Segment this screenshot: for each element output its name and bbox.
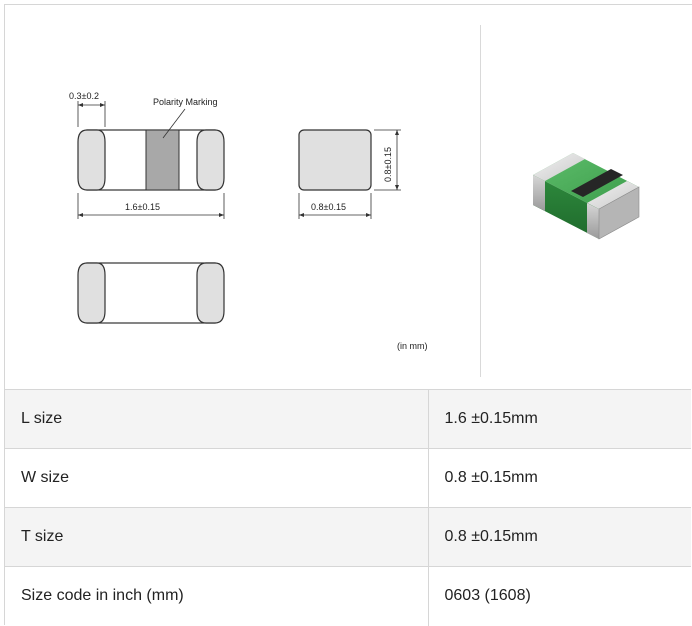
polarity-marking-callout: Polarity Marking xyxy=(153,97,218,139)
width-dimension: 0.8±0.15 xyxy=(298,193,372,219)
spec-label: Size code in inch (mm) xyxy=(5,566,428,626)
terminal-width-dimension: 0.3±0.2 xyxy=(69,91,106,127)
length-dimension: 1.6±0.15 xyxy=(77,193,225,219)
spec-label: W size xyxy=(5,448,428,508)
height-label: 0.8±0.15 xyxy=(383,147,393,182)
right-terminal xyxy=(196,129,225,191)
left-terminal xyxy=(77,129,106,191)
spec-label: T size xyxy=(5,507,428,567)
polarity-marking-label: Polarity Marking xyxy=(153,97,218,107)
end-view-chip xyxy=(298,129,372,191)
chip-right-terminal xyxy=(587,181,639,209)
panel-divider xyxy=(480,25,481,377)
table-row: L size 1.6 ±0.15mm xyxy=(5,389,691,449)
table-row: Size code in inch (mm) 0603 (1608) xyxy=(5,566,691,626)
spec-table: L size 1.6 ±0.15mm W size 0.8 ±0.15mm T … xyxy=(5,389,691,626)
bottom-left-terminal xyxy=(77,262,106,324)
width-label: 0.8±0.15 xyxy=(311,202,346,212)
height-dimension: 0.8±0.15 xyxy=(374,129,401,191)
table-row: T size 0.8 ±0.15mm xyxy=(5,507,691,567)
dimension-drawing: 0.3±0.2 Polarity Marking 1.6±0.15 0.8± xyxy=(69,91,401,324)
bottom-view-chip xyxy=(77,262,225,324)
bottom-view-body xyxy=(86,262,216,324)
polarity-band xyxy=(145,129,180,191)
spec-value: 1.6 ±0.15mm xyxy=(427,389,691,449)
bottom-right-terminal xyxy=(196,262,225,324)
chip-marking-band xyxy=(571,169,623,197)
content-frame xyxy=(4,4,692,625)
spec-label: L size xyxy=(5,389,428,449)
top-view-chip xyxy=(77,129,225,191)
spec-value: 0.8 ±0.15mm xyxy=(427,448,691,508)
table-row: W size 0.8 ±0.15mm xyxy=(5,448,691,508)
length-label: 1.6±0.15 xyxy=(125,202,160,212)
spec-value: 0603 (1608) xyxy=(427,566,691,626)
spec-value: 0.8 ±0.15mm xyxy=(427,507,691,567)
chip-front-face xyxy=(533,175,599,239)
component-photo xyxy=(533,153,640,240)
end-view-body xyxy=(298,129,372,191)
terminal-width-label: 0.3±0.2 xyxy=(69,91,99,101)
dimension-drawing-panel: 0.3±0.2 Polarity Marking 1.6±0.15 0.8± xyxy=(5,5,691,389)
chip-side-face xyxy=(599,187,639,239)
unit-note: (in mm) xyxy=(397,341,428,351)
chip-left-terminal xyxy=(533,153,585,181)
